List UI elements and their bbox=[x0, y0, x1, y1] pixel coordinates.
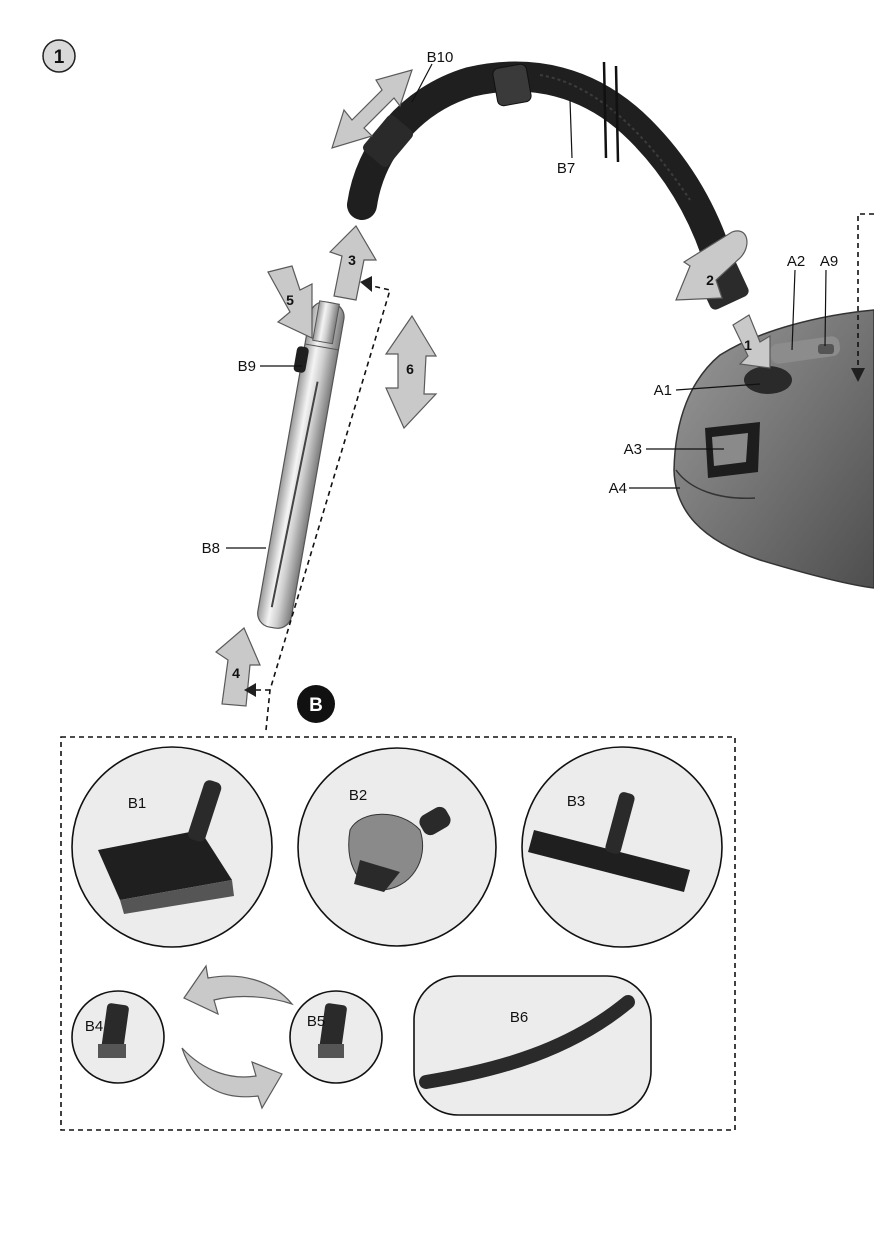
svg-text:6: 6 bbox=[406, 361, 414, 377]
svg-text:2: 2 bbox=[706, 272, 714, 288]
label-a4: A4 bbox=[609, 480, 627, 497]
label-a9: A9 bbox=[820, 253, 838, 270]
step-arrow-1: 1 bbox=[732, 314, 771, 369]
hose-inlet-a1 bbox=[744, 366, 792, 394]
svg-text:4: 4 bbox=[232, 665, 240, 681]
accessory-b5-crevice-nozzle bbox=[289, 990, 383, 1084]
arrow-b10-double bbox=[331, 69, 413, 149]
label-b6: B6 bbox=[510, 1009, 528, 1026]
accessory-b3-floor-brush bbox=[521, 746, 723, 948]
svg-text:5: 5 bbox=[286, 292, 294, 308]
figure-number-badge: 1 bbox=[42, 39, 76, 73]
swap-arrows-b4-b5 bbox=[181, 964, 294, 1110]
part-labels: B10 B7 A2 A9 A1 A3 A4 B9 B8 B1 B2 B3 B4 … bbox=[85, 49, 838, 1035]
label-b7: B7 bbox=[557, 160, 575, 177]
label-b5: B5 bbox=[307, 1013, 325, 1030]
vacuum-body bbox=[673, 309, 874, 589]
label-b8: B8 bbox=[202, 540, 220, 557]
figure-number: 1 bbox=[54, 47, 65, 68]
label-b4: B4 bbox=[85, 1018, 103, 1035]
section-b-badge: B bbox=[297, 685, 335, 723]
step-arrow-4: 4 bbox=[215, 627, 261, 707]
label-a1: A1 bbox=[654, 382, 672, 399]
step-arrow-3: 3 bbox=[328, 225, 378, 301]
label-b1: B1 bbox=[128, 795, 146, 812]
label-a3: A3 bbox=[624, 441, 642, 458]
hose-cut-marks bbox=[602, 61, 620, 163]
svg-text:1: 1 bbox=[744, 337, 752, 353]
accessory-b6-long-crevice bbox=[413, 975, 652, 1116]
label-b2: B2 bbox=[349, 787, 367, 804]
svg-text:3: 3 bbox=[348, 252, 356, 268]
label-b9: B9 bbox=[238, 358, 256, 375]
leader-lines bbox=[226, 63, 827, 549]
label-b10: B10 bbox=[427, 49, 454, 66]
accessory-b1-floor-nozzle bbox=[71, 746, 273, 948]
dashed-connector-right bbox=[851, 213, 874, 382]
step-arrow-6: 6 bbox=[384, 314, 438, 430]
svg-text:B: B bbox=[309, 695, 323, 716]
accessory-panel bbox=[60, 736, 736, 1131]
label-a2: A2 bbox=[787, 253, 805, 270]
step-arrow-5: 5 bbox=[267, 265, 313, 339]
step-arrow-2: 2 bbox=[675, 230, 748, 301]
dashed-connector-tube bbox=[244, 276, 392, 731]
label-b3: B3 bbox=[567, 793, 585, 810]
telescopic-tube bbox=[257, 300, 345, 629]
accessory-b4-crevice-nozzle bbox=[71, 990, 165, 1084]
accessory-b2-turbo-brush bbox=[297, 747, 497, 947]
